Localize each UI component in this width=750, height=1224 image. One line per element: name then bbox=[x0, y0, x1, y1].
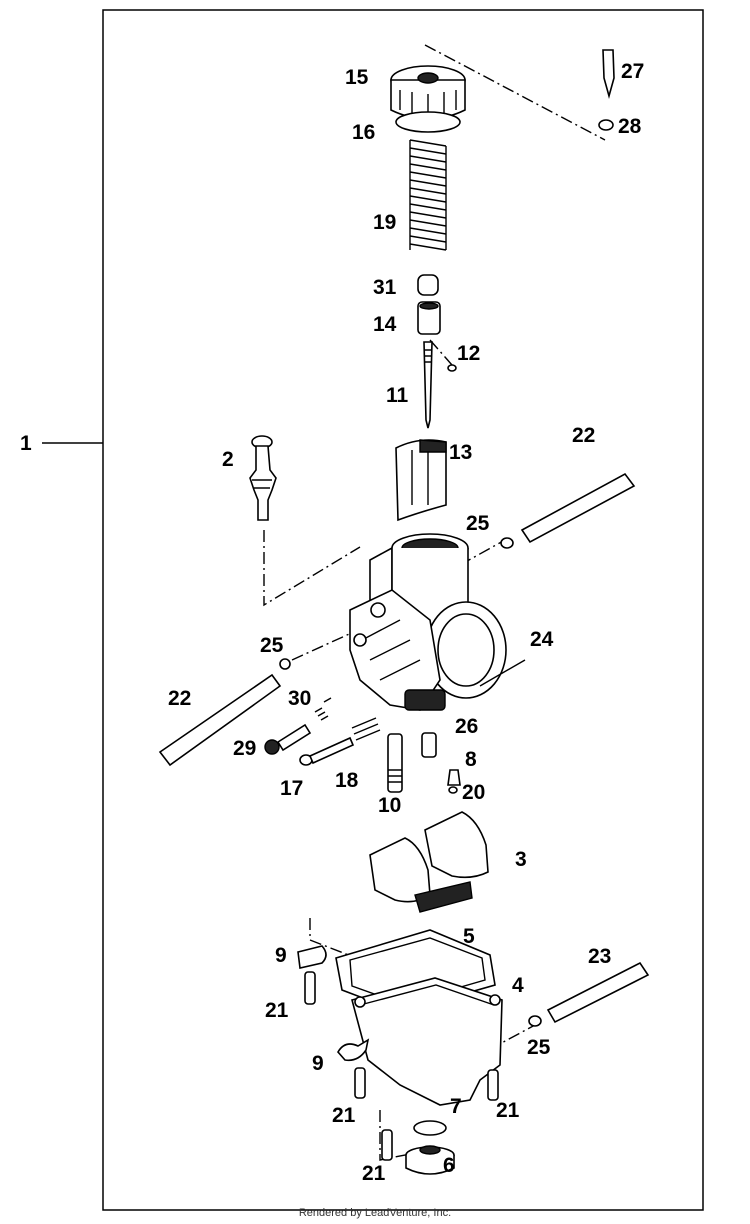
carburetor-body bbox=[349, 533, 507, 711]
screw-21-c bbox=[487, 1069, 499, 1101]
callout-label: 28 bbox=[618, 115, 642, 138]
bowl-gasket-inner bbox=[349, 937, 486, 1005]
needle-retainer bbox=[417, 274, 439, 296]
screw-21-d bbox=[381, 1129, 393, 1161]
callout-label: 21 bbox=[332, 1104, 356, 1127]
cap-screw-27 bbox=[602, 49, 615, 99]
slide-spring bbox=[409, 139, 447, 251]
vent-pin bbox=[479, 659, 526, 687]
callout-label: 16 bbox=[352, 121, 375, 144]
callout-label: 22 bbox=[168, 687, 191, 710]
callout-label: 31 bbox=[373, 276, 397, 299]
callout-label: 21 bbox=[265, 999, 289, 1022]
callout-label: 21 bbox=[362, 1162, 386, 1185]
render-credit: Rendered by LeadVenture, Inc. bbox=[298, 1207, 452, 1219]
float-bowl bbox=[351, 977, 503, 1106]
idle-screw-spring bbox=[351, 717, 381, 741]
drain-plug bbox=[405, 1145, 455, 1175]
callout-label: 6 bbox=[443, 1154, 455, 1177]
callout-label: 13 bbox=[449, 441, 472, 464]
screw-21-b bbox=[354, 1067, 366, 1099]
callout-label: 7 bbox=[450, 1095, 462, 1118]
callout-label: 18 bbox=[335, 769, 359, 792]
callout-label: 29 bbox=[233, 737, 256, 760]
callout-label: 22 bbox=[572, 424, 595, 447]
carburetor-top-cap bbox=[390, 65, 466, 133]
callout-label: 3 bbox=[515, 848, 527, 871]
main-jet bbox=[447, 769, 461, 786]
callout-label: 23 bbox=[588, 945, 611, 968]
idle-screw bbox=[299, 736, 355, 766]
callout-label: 19 bbox=[373, 211, 396, 234]
callout-label: 25 bbox=[527, 1036, 551, 1059]
clip-25-left bbox=[279, 658, 291, 670]
callout-label: 17 bbox=[280, 777, 303, 800]
fuel-line-axis-left bbox=[291, 619, 381, 661]
bowl-axis-top bbox=[309, 918, 401, 976]
throttle-cable-axis bbox=[424, 44, 606, 141]
bowl-axis-right bbox=[469, 1024, 536, 1061]
air-screw bbox=[264, 723, 312, 755]
drain-plug-o-ring bbox=[413, 1120, 447, 1136]
screw-21-a bbox=[304, 971, 316, 1005]
washer-20 bbox=[448, 786, 458, 794]
fuel-line-23 bbox=[546, 961, 650, 1024]
cable-bracket-9-bottom bbox=[337, 1038, 370, 1062]
needle-clip-holder bbox=[417, 301, 441, 335]
choke-plunger bbox=[249, 435, 277, 521]
callout-label: 5 bbox=[463, 925, 475, 948]
clip-25-top bbox=[500, 537, 514, 549]
diagram-frame bbox=[102, 9, 704, 1211]
callout-label: 30 bbox=[288, 687, 311, 710]
fuel-line-22-left bbox=[158, 673, 282, 767]
needle-jet bbox=[387, 733, 403, 793]
callout-label: 20 bbox=[462, 781, 485, 804]
assembly-label: 1 bbox=[20, 432, 32, 455]
callout-label: 2 bbox=[222, 448, 234, 471]
air-screw-spring bbox=[314, 697, 332, 721]
callout-label: 8 bbox=[465, 748, 477, 771]
callout-label: 21 bbox=[496, 1099, 520, 1122]
callout-label: 25 bbox=[466, 512, 490, 535]
callout-label: 24 bbox=[530, 628, 554, 651]
callout-label: 11 bbox=[386, 384, 409, 407]
cable-bracket-9-top bbox=[297, 945, 327, 969]
clip-25-bottom bbox=[528, 1015, 542, 1027]
float bbox=[369, 811, 489, 913]
callout-label: 9 bbox=[275, 944, 287, 967]
callout-label: 26 bbox=[455, 715, 478, 738]
washer-28 bbox=[598, 119, 614, 131]
choke-axis bbox=[263, 530, 361, 607]
pilot-jet bbox=[421, 732, 437, 758]
throttle-slide bbox=[395, 439, 447, 522]
callout-label: 27 bbox=[621, 60, 644, 83]
callout-label: 4 bbox=[512, 974, 524, 997]
callout-label: 25 bbox=[260, 634, 284, 657]
jet-needle bbox=[423, 341, 457, 429]
fuel-line-22-right bbox=[520, 472, 636, 544]
callout-label: 10 bbox=[378, 794, 401, 817]
callout-label: 15 bbox=[345, 66, 369, 89]
callout-label: 12 bbox=[457, 342, 480, 365]
needle-axis bbox=[429, 339, 453, 366]
callout-label: 14 bbox=[373, 313, 397, 336]
callout-label: 9 bbox=[312, 1052, 324, 1075]
